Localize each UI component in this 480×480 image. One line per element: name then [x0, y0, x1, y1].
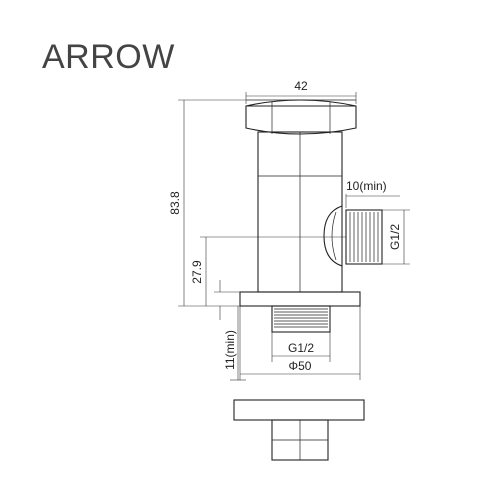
dim-flange-diameter: Φ50	[289, 359, 312, 373]
valve-bottom-view	[233, 399, 365, 461]
dim-thread-length: 11(min)	[223, 330, 237, 370]
dim-bottom-thread: G1/2	[288, 341, 314, 355]
dim-top-width: 42	[294, 79, 308, 93]
hex-cap	[245, 99, 357, 135]
dimension-lines	[178, 92, 410, 381]
bottom-thread	[271, 305, 331, 333]
valve-side-view	[239, 99, 383, 333]
outlet-boss	[323, 205, 343, 267]
bottom-view-flange	[233, 399, 365, 421]
base-flange	[239, 291, 361, 307]
dim-outlet-thread: G1/2	[388, 224, 402, 250]
dim-total-height: 83.8	[168, 191, 182, 215]
dimension-labels: 42 83.8 10(min) G1/2 27.9 G1/2 11(min) Φ…	[168, 79, 402, 373]
dim-outlet-depth: 10(min)	[346, 179, 387, 193]
brand-logo-text: ARROW	[42, 38, 175, 76]
dim-outlet-height: 27.9	[190, 260, 204, 284]
outlet-thread	[345, 209, 383, 265]
